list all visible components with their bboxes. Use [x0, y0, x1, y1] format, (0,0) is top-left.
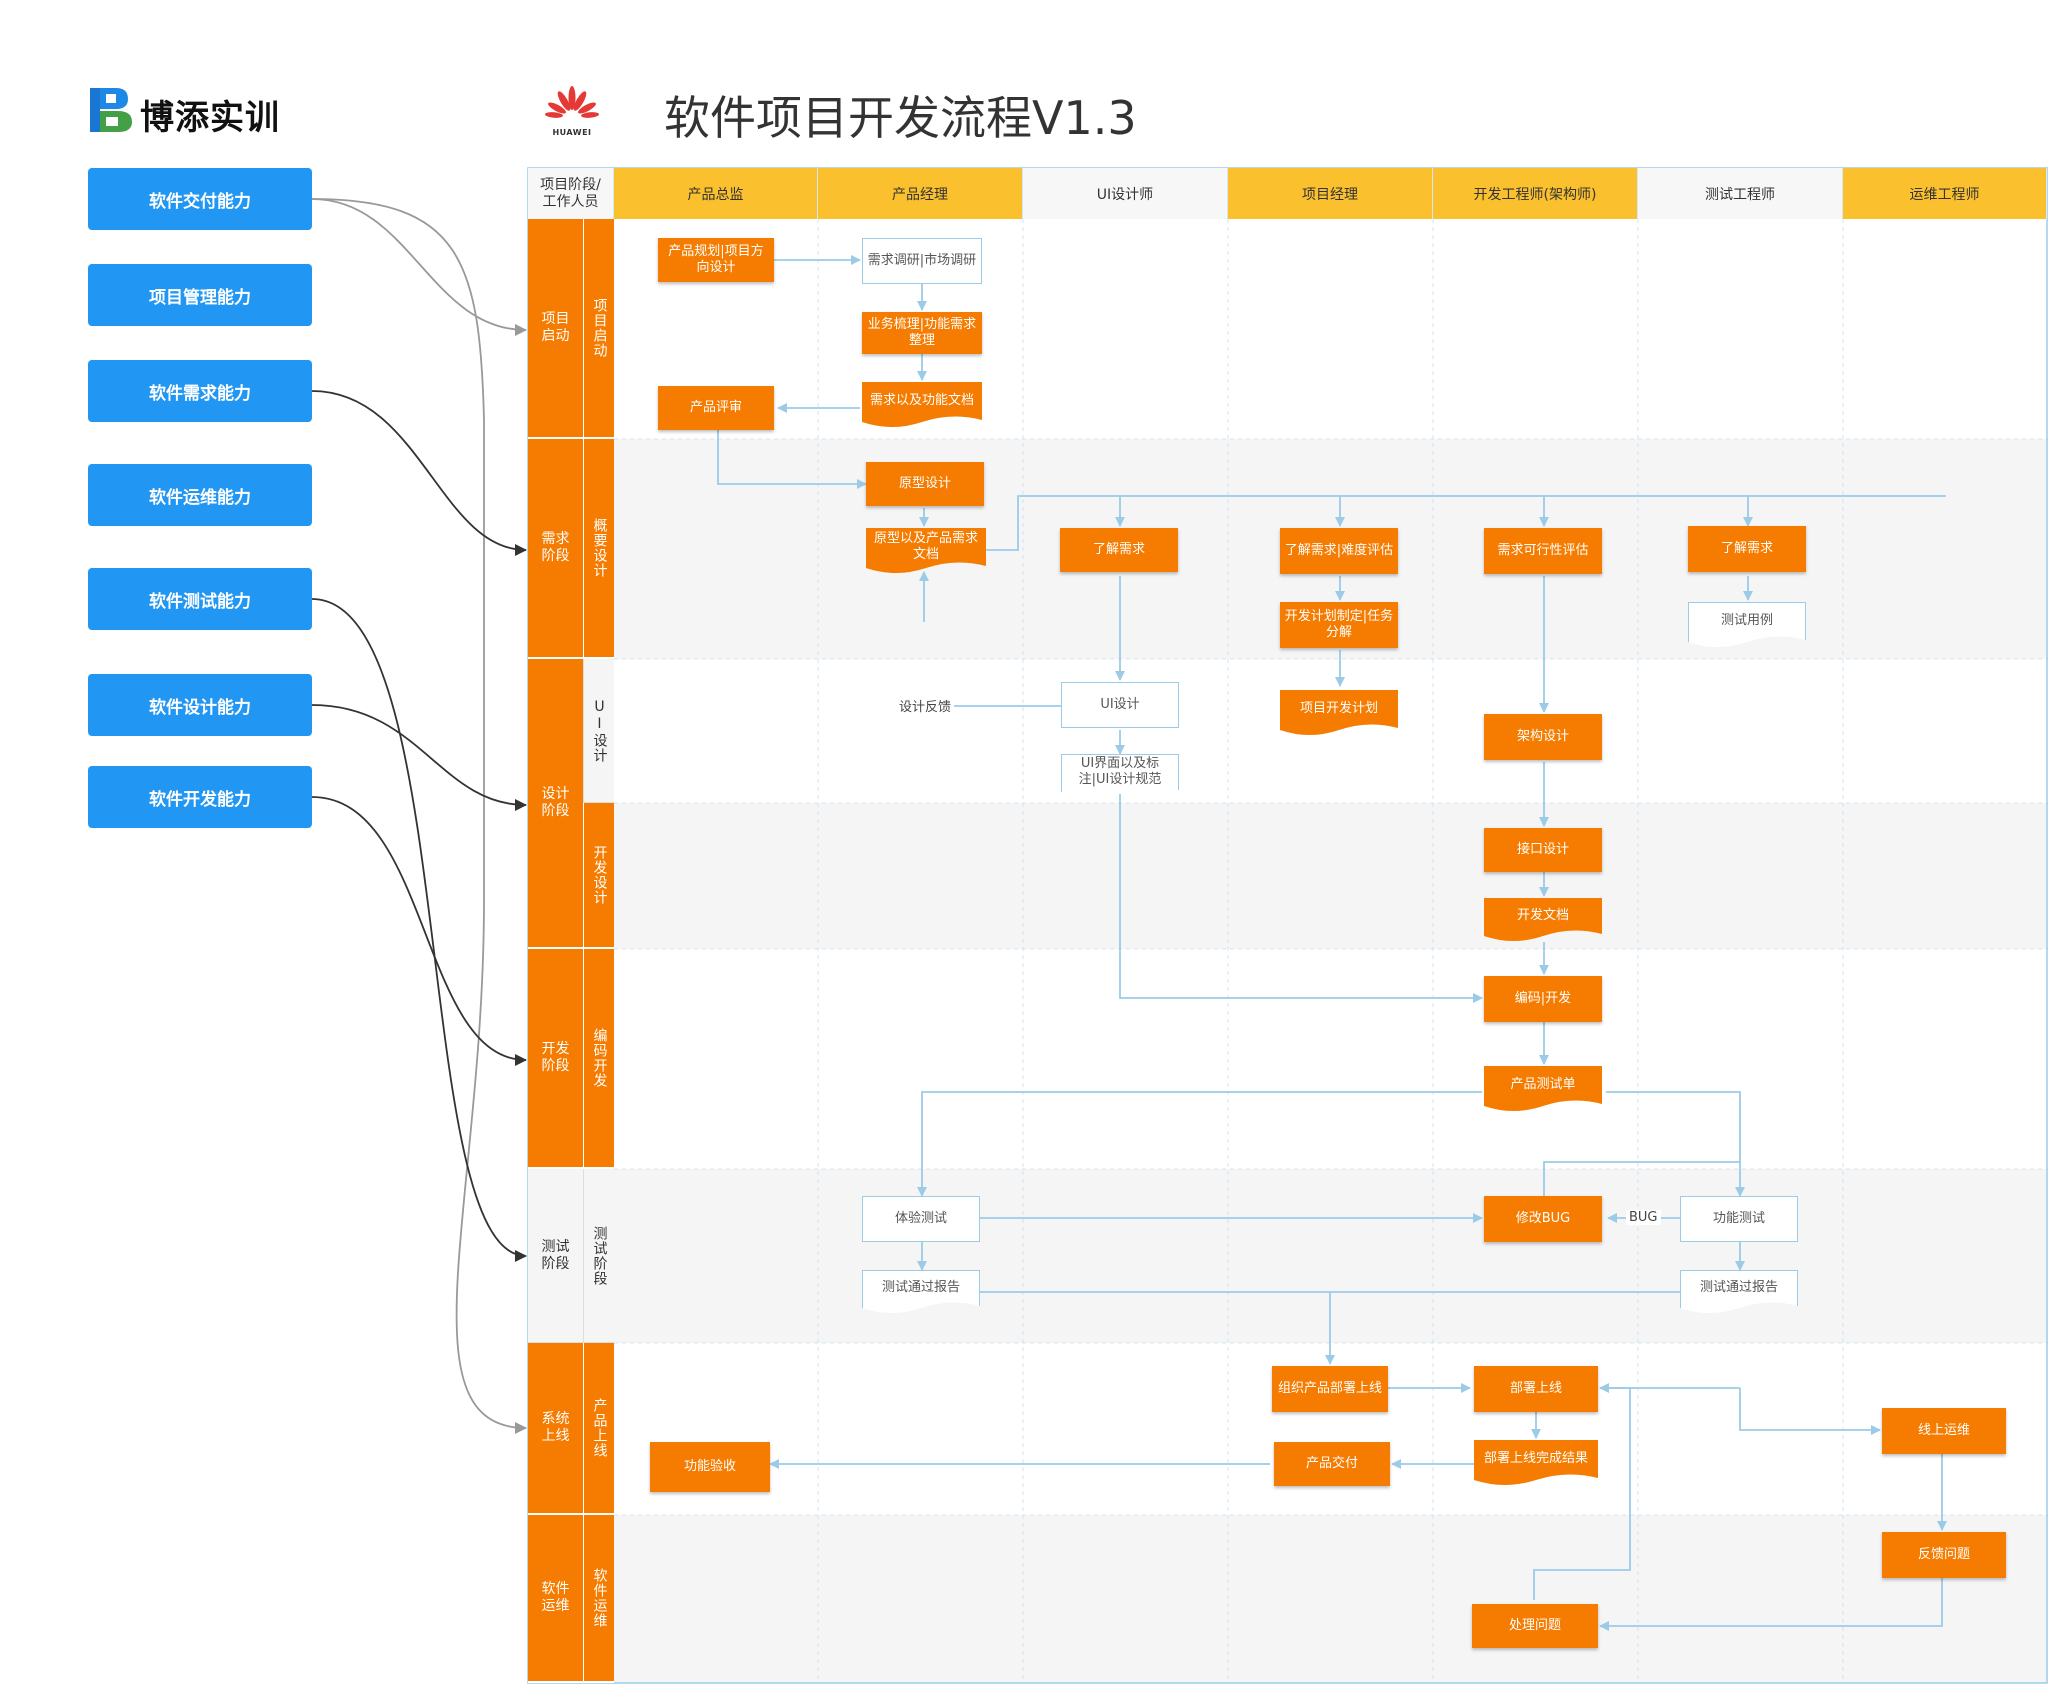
node-product-planning[interactable]: 产品规划|项目方向设计 — [658, 238, 774, 282]
substage-dev-design: 开发设计 — [583, 803, 614, 949]
node-feedback-issue[interactable]: 反馈问题 — [1882, 1532, 2006, 1578]
skill-development[interactable]: 软件开发能力 — [88, 766, 312, 828]
node-dev-doc[interactable]: 开发文档 — [1484, 898, 1602, 942]
stage-launch: 系统 上线 — [528, 1343, 583, 1515]
corner-header: 项目阶段/ 工作人员 — [528, 168, 614, 219]
substage-testing: 测试阶段 — [583, 1169, 614, 1343]
node-deploy-online[interactable]: 部署上线 — [1474, 1366, 1598, 1412]
node-fix-bug[interactable]: 修改BUG — [1484, 1196, 1602, 1242]
node-business-analysis[interactable]: 业务梳理|功能需求整理 — [862, 312, 982, 354]
huawei-flower-icon — [545, 86, 599, 118]
substage-launch: 产品上线 — [583, 1343, 614, 1515]
node-function-test[interactable]: 功能测试 — [1680, 1196, 1798, 1242]
node-requirement-research[interactable]: 需求调研|市场调研 — [862, 238, 982, 284]
huawei-logo: HUAWEI — [544, 86, 600, 137]
node-experience-test[interactable]: 体验测试 — [862, 1196, 980, 1242]
node-product-delivery[interactable]: 产品交付 — [1274, 1442, 1390, 1486]
role-header-product-manager: 产品经理 — [818, 168, 1023, 219]
node-organize-deployment[interactable]: 组织产品部署上线 — [1272, 1366, 1388, 1412]
role-header-ui-designer: UI设计师 — [1023, 168, 1228, 219]
brand-logo: 博添实训 — [88, 84, 288, 138]
brand-logo-icon — [90, 88, 132, 132]
node-architecture-design[interactable]: 架构设计 — [1484, 714, 1602, 760]
skill-operations[interactable]: 软件运维能力 — [88, 464, 312, 526]
huawei-text: HUAWEI — [552, 128, 592, 137]
substage-maintenance: 软件运维 — [583, 1515, 614, 1683]
node-function-acceptance[interactable]: 功能验收 — [650, 1442, 770, 1492]
node-dev-plan[interactable]: 开发计划制定|任务分解 — [1280, 602, 1398, 648]
node-test-understand-requirement[interactable]: 了解需求 — [1688, 526, 1806, 572]
role-header-project-manager: 项目经理 — [1228, 168, 1433, 219]
node-prototype-design[interactable]: 原型设计 — [866, 462, 984, 506]
node-product-review[interactable]: 产品评审 — [658, 386, 774, 430]
substage-project-start: 项目启动 — [583, 219, 614, 439]
brand-name: 博添实训 — [140, 98, 280, 138]
page-title: 软件项目开发流程V1.3 — [664, 91, 1137, 145]
node-online-ops[interactable]: 线上运维 — [1882, 1408, 2006, 1454]
node-prototype-doc[interactable]: 原型以及产品需求文档 — [866, 528, 986, 574]
stage-development: 开发 阶段 — [528, 949, 583, 1169]
edge-label-bug: BUG — [1626, 1210, 1661, 1225]
node-ui-design[interactable]: UI设计 — [1061, 682, 1179, 728]
stage-design: 设计 阶段 — [528, 659, 583, 949]
node-ui-understand-requirement[interactable]: 了解需求 — [1060, 528, 1178, 572]
role-header-developer: 开发工程师(架构师) — [1433, 168, 1638, 219]
role-header-tester: 测试工程师 — [1638, 168, 1843, 219]
node-pm-requirement-assessment[interactable]: 了解需求|难度评估 — [1280, 528, 1398, 574]
stage-project-start: 项目 启动 — [528, 219, 583, 439]
skill-requirements[interactable]: 软件需求能力 — [88, 360, 312, 422]
stage-maintenance: 软件 运维 — [528, 1515, 583, 1683]
row-band-6 — [614, 1169, 2048, 1343]
node-handle-issue[interactable]: 处理问题 — [1472, 1604, 1598, 1648]
role-header-product-director: 产品总监 — [614, 168, 818, 219]
skill-design[interactable]: 软件设计能力 — [88, 674, 312, 736]
substage-outline-design: 概要设计 — [583, 439, 614, 659]
stage-testing: 测试 阶段 — [528, 1169, 583, 1343]
swimlane-grid — [528, 168, 2048, 1688]
skill-delivery[interactable]: 软件交付能力 — [88, 168, 312, 230]
node-feasibility-assessment[interactable]: 需求可行性评估 — [1484, 528, 1602, 574]
node-function-test-report[interactable]: 测试通过报告 — [1680, 1270, 1798, 1314]
skill-testing[interactable]: 软件测试能力 — [88, 568, 312, 630]
node-interface-design[interactable]: 接口设计 — [1484, 828, 1602, 872]
substage-ui-design: UI设计 — [583, 659, 614, 803]
node-coding[interactable]: 编码|开发 — [1484, 976, 1602, 1022]
substage-coding: 编码开发 — [583, 949, 614, 1169]
skill-project-management[interactable]: 项目管理能力 — [88, 264, 312, 326]
role-header-ops-engineer: 运维工程师 — [1843, 168, 2047, 219]
stage-requirements: 需求 阶段 — [528, 439, 583, 659]
edge-label-design-feedback: 设计反馈 — [896, 696, 955, 715]
